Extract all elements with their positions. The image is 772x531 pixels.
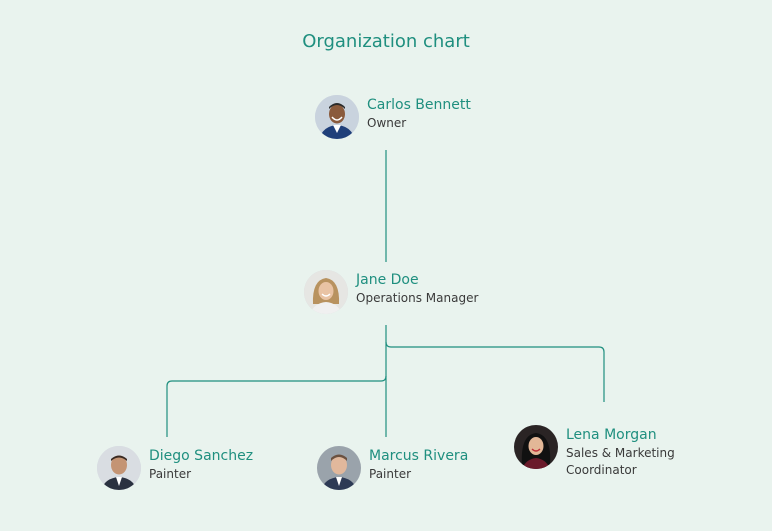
- org-node-carlos-bennett[interactable]: Carlos Bennett Owner: [315, 95, 471, 139]
- connector-to-diego: [166, 375, 387, 437]
- person-photo-icon: [317, 446, 361, 490]
- person-photo-icon: [315, 95, 359, 139]
- avatar: [97, 446, 141, 490]
- page-title: Organization chart: [302, 31, 470, 52]
- avatar: [304, 270, 348, 314]
- node-role: Operations Manager: [356, 291, 479, 305]
- node-name: Diego Sanchez: [149, 448, 254, 464]
- org-node-diego-sanchez[interactable]: Diego Sanchez Painter: [97, 446, 253, 490]
- person-photo-icon: [97, 446, 141, 490]
- node-role: Owner: [367, 116, 407, 130]
- node-role: Painter: [149, 467, 192, 481]
- avatar: [317, 446, 361, 490]
- node-role: Painter: [369, 467, 412, 481]
- person-photo-icon: [514, 425, 558, 469]
- connector-to-lena: [385, 341, 605, 402]
- org-node-marcus-rivera[interactable]: Marcus Rivera Painter: [317, 446, 468, 490]
- node-name: Lena Morgan: [566, 427, 657, 443]
- org-node-lena-morgan[interactable]: Lena Morgan Sales & Marketing Coordinato…: [514, 425, 678, 479]
- node-name: Marcus Rivera: [369, 448, 469, 464]
- node-name: Jane Doe: [356, 272, 419, 288]
- org-node-jane-doe[interactable]: Jane Doe Operations Manager: [304, 270, 478, 314]
- avatar: [315, 95, 359, 139]
- person-photo-icon: [304, 270, 348, 314]
- node-name: Carlos Bennett: [367, 97, 471, 113]
- node-role: Sales & Marketing Coordinator: [566, 446, 675, 477]
- avatar: [514, 425, 558, 469]
